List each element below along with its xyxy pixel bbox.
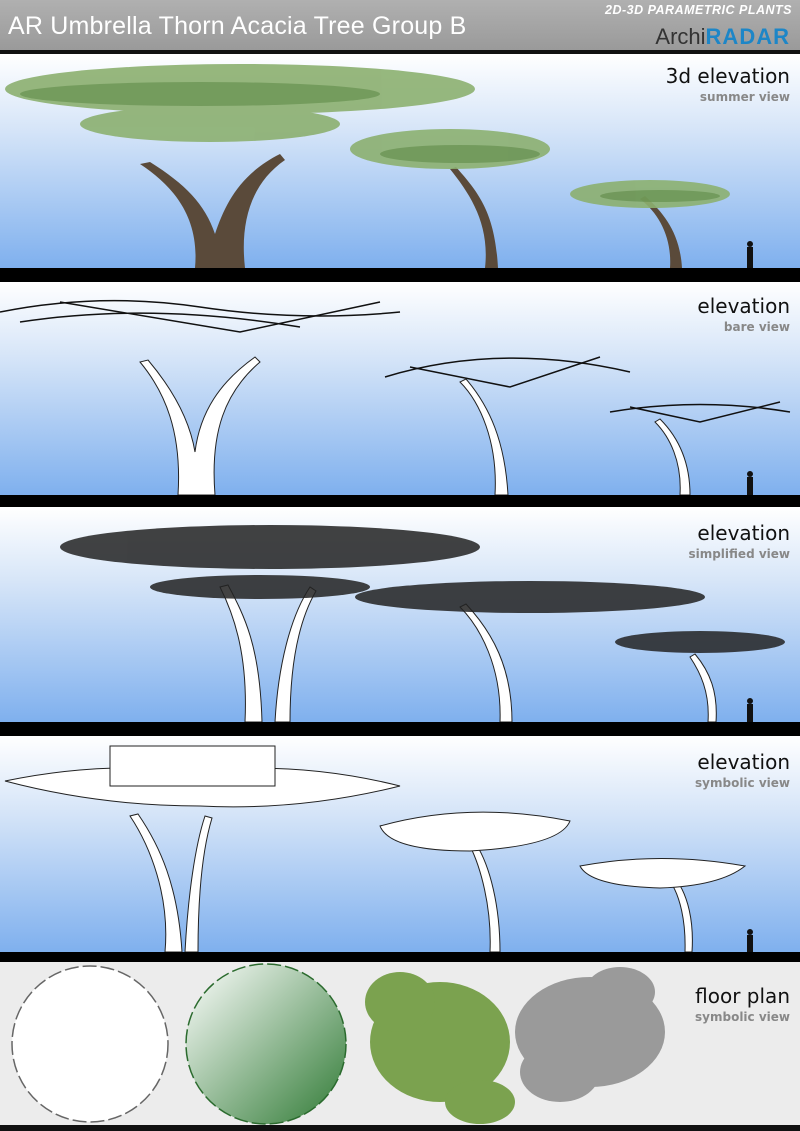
panel-floor-plan: floor plan symbolic view [0,962,800,1125]
panel-label: 3d elevation summer view [666,64,790,104]
tree-illustration-summer [5,64,753,268]
panel-simplified: elevation simplified view [0,507,800,722]
panel-3d-summer: 3d elevation summer view [0,54,800,268]
floor-plan-symbols [11,963,665,1125]
brand-part2: RADAR [705,24,790,49]
tree-illustration-bare [0,299,791,495]
ground-line [0,722,800,736]
brand-logo: ArchiRADAR [655,24,790,50]
divider [0,1125,800,1131]
panel-title: 3d elevation [665,64,790,88]
plan-symbol-foliage-gray [515,967,665,1102]
plan-symbol-white [11,965,169,1123]
panel-subtitle: symbolic view [695,776,790,790]
panel-symbolic: elevation symbolic view [0,736,800,952]
tree-illustration-symbolic [4,745,753,952]
panel-label: elevation bare view [697,294,790,334]
panel-label: elevation symbolic view [695,750,790,790]
person-scale-icon [747,241,753,268]
ground-line [0,268,800,282]
panel-bare: elevation bare view [0,282,800,495]
page-title: AR Umbrella Thorn Acacia Tree Group B [8,12,467,40]
panel-label: elevation simplified view [688,521,790,561]
tagline: 2D-3D PARAMETRIC PLANTS [605,3,792,17]
panel-subtitle: summer view [699,90,790,104]
ground-line [0,952,800,962]
panel-label: floor plan symbolic view [695,984,790,1024]
panel-title: elevation [697,750,790,774]
panel-title: elevation [697,521,790,545]
panel-subtitle: symbolic view [695,1010,790,1024]
tree-illustration-simplified [60,525,785,722]
divider [0,50,800,54]
panel-title: elevation [697,294,790,318]
plan-symbol-foliage-green [365,972,515,1124]
header: AR Umbrella Thorn Acacia Tree Group B 2D… [0,0,800,50]
panel-subtitle: bare view [723,320,790,334]
ground-line [0,495,800,507]
plan-symbol-green [185,963,347,1125]
panel-subtitle: simplified view [688,547,790,561]
brand-part1: Archi [655,24,706,49]
panel-title: floor plan [695,984,790,1008]
